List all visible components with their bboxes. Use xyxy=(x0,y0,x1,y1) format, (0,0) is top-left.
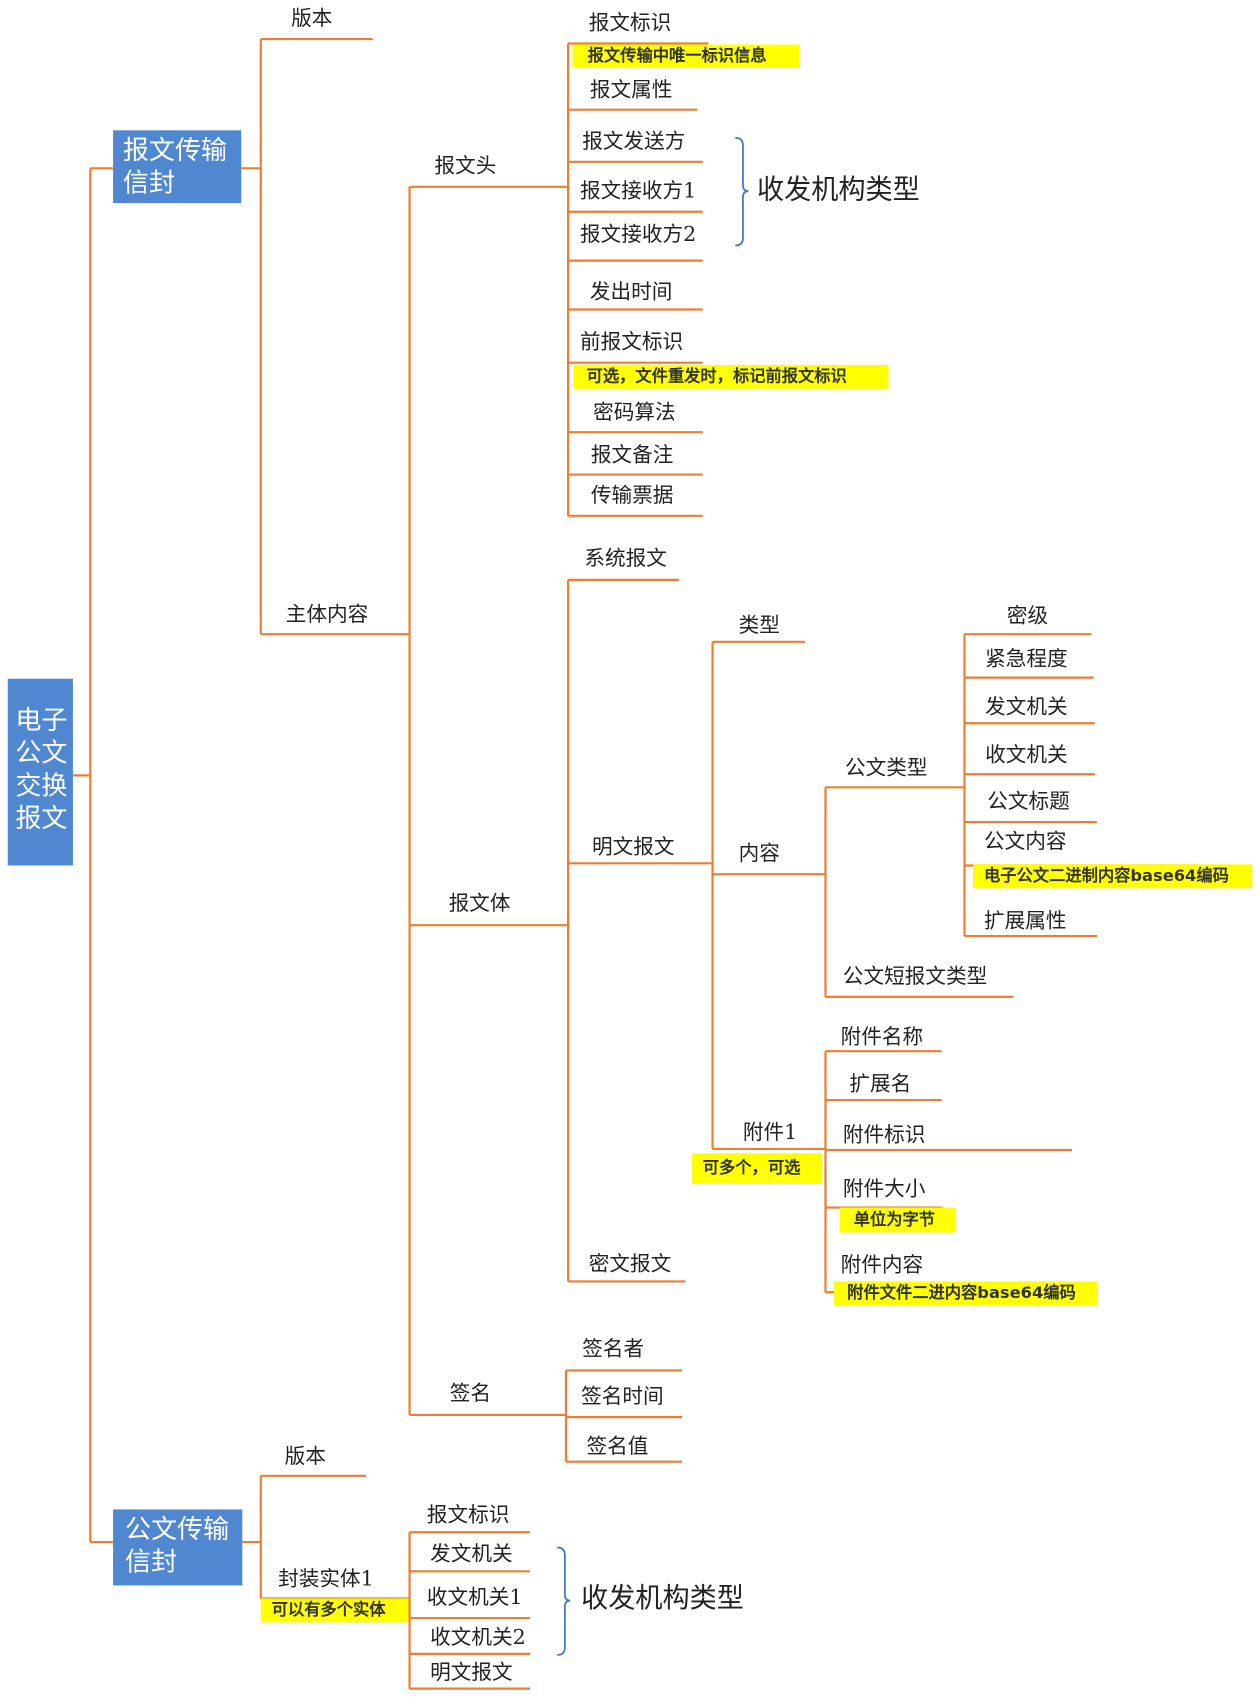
header-item: 报文标识 xyxy=(589,10,672,34)
msgbody-cipher: 密文报文 xyxy=(589,1252,672,1276)
signature-label: 签名 xyxy=(450,1381,491,1405)
signature-item: 签名时间 xyxy=(581,1384,664,1408)
entity-item: 收文机关1 xyxy=(427,1585,523,1609)
body-connector xyxy=(408,185,569,1417)
envelope2-box xyxy=(113,1509,243,1586)
envelope1-label-1: 报文传输 xyxy=(123,136,227,166)
attachment-note: 可多个，可选 xyxy=(703,1158,801,1177)
envelope1-box xyxy=(113,130,242,204)
signature-connector xyxy=(564,1369,683,1463)
doc-field: 公文标题 xyxy=(987,789,1070,813)
envelope1-label-2: 信封 xyxy=(123,169,175,199)
header-id-note: 报文传输中唯一标识信息 xyxy=(588,46,767,65)
signature-item: 签名值 xyxy=(587,1434,649,1458)
entity-item: 发文机关 xyxy=(430,1542,513,1566)
root-label-3: 交换 xyxy=(15,771,67,801)
doc-field: 公文内容 xyxy=(984,829,1067,853)
header-item: 前报文标识 xyxy=(580,330,683,354)
att-content-note: 附件文件二进内容base64编码 xyxy=(847,1283,1076,1302)
header-item: 密码算法 xyxy=(593,400,676,424)
brace-icon xyxy=(557,1546,571,1656)
short-type: 公文短报文类型 xyxy=(843,964,987,988)
highlight xyxy=(834,1281,1097,1306)
plain-content: 内容 xyxy=(739,841,780,865)
envelope1-version: 版本 xyxy=(291,6,332,30)
doc-field: 发文机关 xyxy=(985,695,1068,719)
header-brace-label: 收发机构类型 xyxy=(757,175,920,206)
att-field: 附件标识 xyxy=(843,1122,926,1146)
highlight xyxy=(573,364,889,389)
plain-attachment: 附件1 xyxy=(743,1120,797,1144)
envelope2-brace-label: 收发机构类型 xyxy=(581,1583,744,1614)
doc-content-note: 电子公文二进制内容base64编码 xyxy=(984,866,1229,885)
envelope2-connector xyxy=(242,1474,410,1600)
highlight xyxy=(572,44,800,68)
root-node-box xyxy=(7,678,73,866)
att-field: 附件内容 xyxy=(841,1253,924,1277)
header-item: 传输票据 xyxy=(591,483,674,507)
root-connector xyxy=(72,167,114,1544)
doc-type-connector xyxy=(963,633,1198,938)
header-connector xyxy=(567,42,709,517)
envelope2-version: 版本 xyxy=(285,1444,326,1468)
doc-field: 紧急程度 xyxy=(985,647,1068,671)
attachment-connector xyxy=(824,1050,1072,1294)
doc-type: 公文类型 xyxy=(845,755,928,779)
entity-item: 收文机关2 xyxy=(430,1625,526,1649)
header-item: 报文接收方2 xyxy=(580,222,696,246)
doc-field: 扩展属性 xyxy=(984,908,1067,932)
entity-note: 可以有多个实体 xyxy=(272,1600,387,1619)
highlight xyxy=(691,1153,823,1184)
header-item: 报文发送方 xyxy=(582,129,685,153)
att-size-note: 单位为字节 xyxy=(854,1210,935,1229)
msgbody-connector xyxy=(567,578,713,1283)
header-item: 发出时间 xyxy=(590,280,673,304)
root-label-2: 公文 xyxy=(15,739,67,769)
entity-item: 报文标识 xyxy=(427,1502,510,1526)
brace-icon xyxy=(735,137,749,247)
header-item: 报文属性 xyxy=(590,78,673,102)
doc-field: 收文机关 xyxy=(985,742,1068,766)
highlight xyxy=(973,864,1253,889)
header-item: 报文备注 xyxy=(591,443,674,467)
msgbody-system: 系统报文 xyxy=(584,546,667,570)
root-label-1: 电子 xyxy=(15,706,67,736)
envelope2-entity: 封装实体1 xyxy=(278,1567,374,1591)
doc-field: 密级 xyxy=(1007,603,1048,627)
header-label: 报文头 xyxy=(435,154,497,178)
content-connector xyxy=(824,786,1014,998)
highlight xyxy=(260,1598,409,1623)
highlight xyxy=(839,1207,956,1233)
root-label-4: 报文 xyxy=(15,804,67,834)
header-prev-note: 可选，文件重发时，标记前报文标识 xyxy=(587,366,847,385)
envelope2-label-2: 信封 xyxy=(125,1548,177,1578)
plain-connector xyxy=(711,640,826,1151)
header-item: 报文接收方1 xyxy=(580,179,696,203)
msgbody-label: 报文体 xyxy=(449,891,511,915)
envelope1-connector xyxy=(241,38,410,636)
signature-item: 签名者 xyxy=(582,1336,644,1360)
msgbody-plain: 明文报文 xyxy=(592,835,675,859)
entity-connector xyxy=(408,1531,531,1690)
att-field: 扩展名 xyxy=(849,1071,911,1095)
att-field: 附件名称 xyxy=(841,1025,924,1049)
entity-item: 明文报文 xyxy=(430,1660,513,1684)
envelope2-label-1: 公文传输 xyxy=(125,1515,229,1545)
plain-type: 类型 xyxy=(739,613,780,637)
envelope1-body: 主体内容 xyxy=(286,602,369,626)
att-field: 附件大小 xyxy=(843,1177,926,1201)
